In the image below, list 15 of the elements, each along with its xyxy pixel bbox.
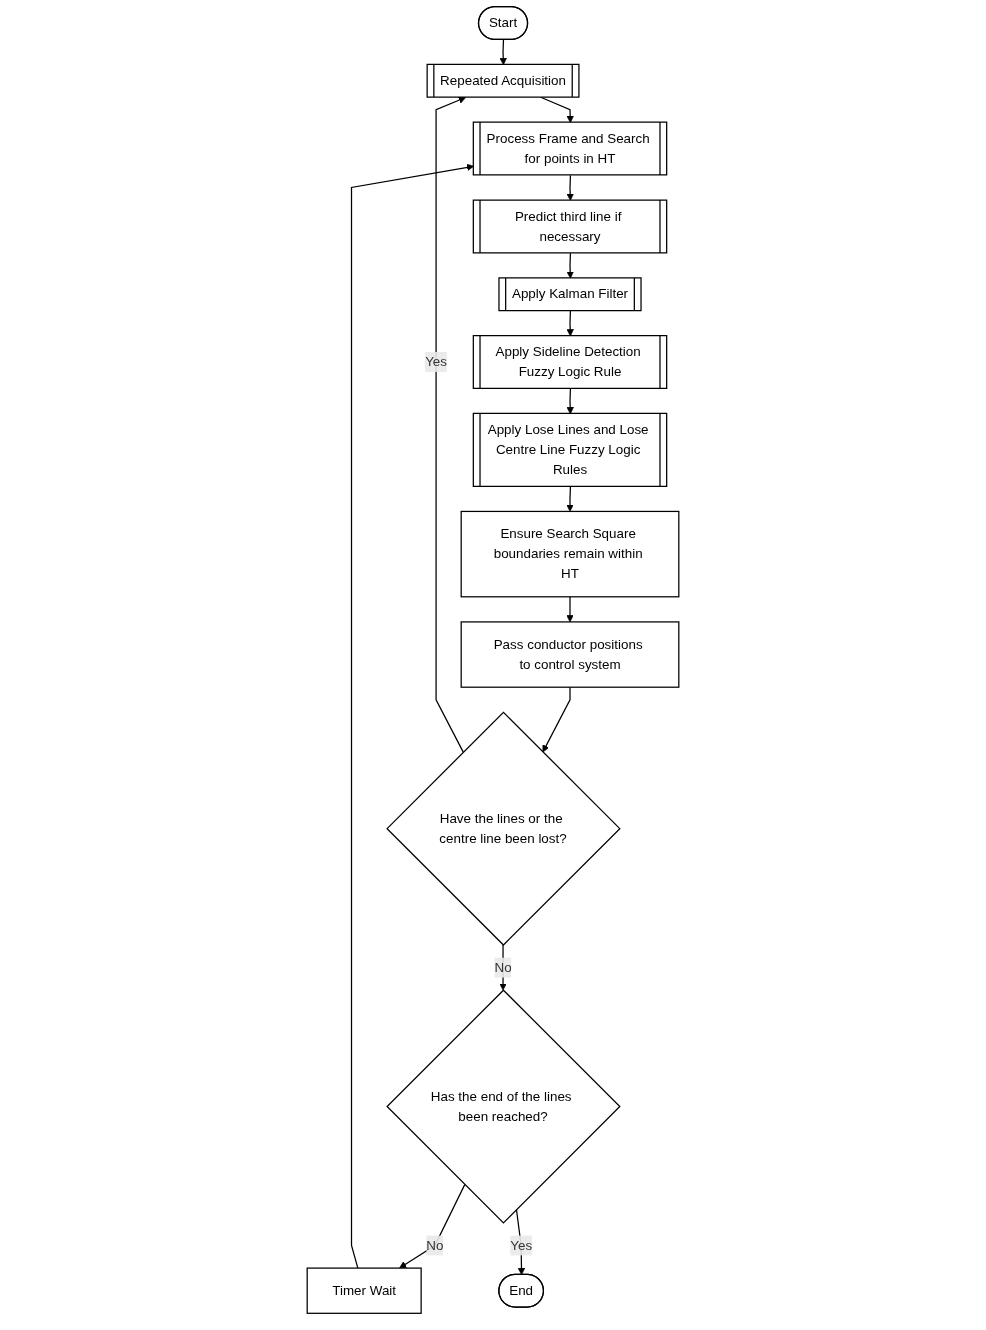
edge-label: Yes — [425, 354, 447, 369]
node-diamond: Have the lines or the centre line been lost? — [386, 711, 621, 946]
node-box: Pass conductor positions to control system — [460, 621, 680, 688]
edge-label: Yes — [510, 1237, 533, 1253]
node-box: Timer Wait — [306, 1267, 422, 1314]
arrow — [542, 686, 571, 753]
arrow — [566, 486, 574, 512]
arrow — [350, 163, 475, 1269]
edge-label: No — [494, 960, 512, 975]
node-diamond: Has the end of the lines been reached? — [386, 989, 621, 1224]
arrow — [399, 1184, 466, 1269]
edge-label: No — [426, 1237, 444, 1253]
node-box: Ensure Search Square boundaries remain within HT — [460, 510, 680, 598]
arrow — [566, 596, 574, 623]
arrow — [566, 174, 574, 201]
